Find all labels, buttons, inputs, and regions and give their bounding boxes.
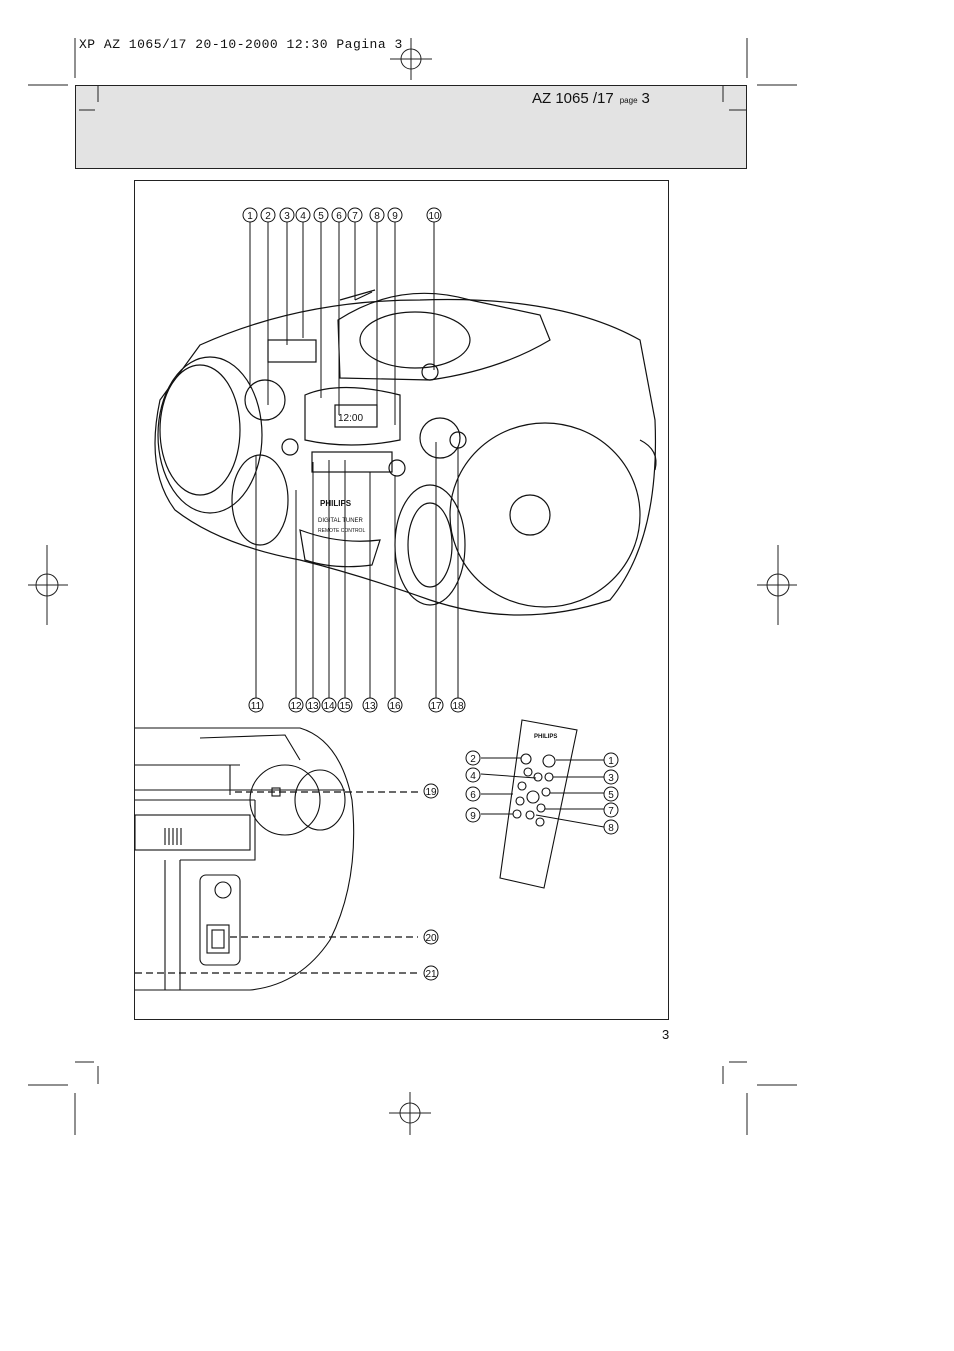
rear-callouts: 19 20 21 xyxy=(423,783,439,981)
registration-mark-bottom xyxy=(389,1092,431,1135)
device-brand: PHILIPS xyxy=(320,499,352,508)
figure-frame xyxy=(134,180,669,1020)
callout-2: 2 xyxy=(260,207,276,223)
remote-callouts: 2 4 6 9 1 3 5 7 8 xyxy=(465,750,619,835)
svg-text:20: 20 xyxy=(425,933,437,944)
callout-15: 15 xyxy=(337,697,353,713)
boombox-labels: PHILIPS DIGITAL TUNER REMOTE CONTROL 12:… xyxy=(318,413,365,534)
svg-text:19: 19 xyxy=(425,787,437,798)
callout-11: 11 xyxy=(248,697,264,713)
svg-text:7: 7 xyxy=(608,806,614,817)
remote-callout-4: 4 xyxy=(465,767,481,783)
svg-text:16: 16 xyxy=(389,701,401,712)
callout-16: 16 xyxy=(387,697,403,713)
remote-callout-5: 5 xyxy=(603,786,619,802)
remote-callout-3: 3 xyxy=(603,769,619,785)
svg-text:13: 13 xyxy=(364,701,376,712)
svg-text:15: 15 xyxy=(339,701,351,712)
svg-text:3: 3 xyxy=(284,211,290,222)
callout-13b: 13 xyxy=(362,697,378,713)
registration-mark-right xyxy=(757,545,797,625)
svg-text:8: 8 xyxy=(608,823,614,834)
bottom-leader-lines xyxy=(255,442,459,698)
svg-text:9: 9 xyxy=(470,811,476,822)
rear-view-drawing xyxy=(134,727,355,991)
callout-4: 4 xyxy=(295,207,311,223)
svg-text:3: 3 xyxy=(608,773,614,784)
svg-text:4: 4 xyxy=(470,771,476,782)
callout-13a: 13 xyxy=(305,697,321,713)
svg-text:17: 17 xyxy=(430,701,442,712)
svg-text:4: 4 xyxy=(300,211,306,222)
registration-mark-top xyxy=(390,38,432,80)
svg-text:2: 2 xyxy=(265,211,271,222)
callout-20: 20 xyxy=(423,929,439,945)
svg-text:6: 6 xyxy=(470,790,476,801)
bottom-callouts: 11 12 13 14 15 13 16 17 18 xyxy=(248,697,466,713)
remote-callout-7: 7 xyxy=(603,802,619,818)
rear-leader-lines xyxy=(135,791,418,974)
device-remote: REMOTE CONTROL xyxy=(318,528,365,534)
svg-text:6: 6 xyxy=(336,211,342,222)
remote-leader-lines xyxy=(480,757,605,828)
svg-text:12: 12 xyxy=(290,701,302,712)
device-tuner: DIGITAL TUNER xyxy=(318,518,364,524)
callout-10: 10 xyxy=(426,207,442,223)
device-display: 12:00 xyxy=(338,413,363,424)
page-word: page xyxy=(619,96,638,105)
svg-text:1: 1 xyxy=(608,756,614,767)
remote-callout-6: 6 xyxy=(465,786,481,802)
top-leader-lines xyxy=(249,222,435,425)
svg-text:18: 18 xyxy=(452,701,464,712)
callout-12: 12 xyxy=(288,697,304,713)
svg-text:14: 14 xyxy=(323,701,335,712)
svg-text:5: 5 xyxy=(608,790,614,801)
svg-text:9: 9 xyxy=(392,211,398,222)
svg-text:2: 2 xyxy=(470,754,476,765)
svg-text:21: 21 xyxy=(425,969,437,980)
callout-7: 7 xyxy=(347,207,363,223)
svg-text:8: 8 xyxy=(374,211,380,222)
callout-21: 21 xyxy=(423,965,439,981)
registration-mark-left xyxy=(28,545,68,625)
callout-8: 8 xyxy=(369,207,385,223)
header-page-number: 3 xyxy=(641,90,650,107)
crop-marks xyxy=(28,38,797,1135)
callout-14: 14 xyxy=(321,697,337,713)
header-band xyxy=(75,85,747,169)
svg-text:7: 7 xyxy=(352,211,358,222)
remote-callout-2: 2 xyxy=(465,750,481,766)
svg-text:13: 13 xyxy=(307,701,319,712)
remote-brand: PHILIPS xyxy=(534,734,557,740)
boombox-drawing xyxy=(154,289,657,616)
model-number: AZ 1065 /17 xyxy=(532,90,614,107)
callout-9: 9 xyxy=(387,207,403,223)
remote-drawing xyxy=(499,719,578,889)
callout-3: 3 xyxy=(279,207,295,223)
callout-18: 18 xyxy=(450,697,466,713)
print-slug: XP AZ 1065/17 20-10-2000 12:30 Pagina 3 xyxy=(79,37,403,52)
svg-text:5: 5 xyxy=(318,211,324,222)
svg-text:1: 1 xyxy=(247,211,253,222)
page-number: 3 xyxy=(662,1027,670,1042)
callout-5: 5 xyxy=(313,207,329,223)
remote-callout-8: 8 xyxy=(603,819,619,835)
svg-text:11: 11 xyxy=(251,701,262,712)
remote-callout-9: 9 xyxy=(465,807,481,823)
callout-19: 19 xyxy=(423,783,439,799)
remote-callout-1: 1 xyxy=(603,752,619,768)
callout-6: 6 xyxy=(331,207,347,223)
top-callouts: 1 2 3 4 5 6 7 8 9 10 xyxy=(242,207,442,223)
svg-text:10: 10 xyxy=(428,211,440,222)
callout-17: 17 xyxy=(428,697,444,713)
callout-1: 1 xyxy=(242,207,258,223)
